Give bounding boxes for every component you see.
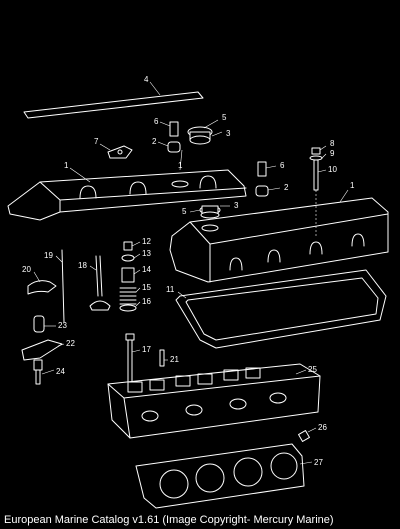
part-valve-spring-stack xyxy=(119,241,141,312)
part-rocker-stud xyxy=(33,359,55,385)
part-valve-cover-gasket-strip xyxy=(23,81,204,119)
callout-4: 4 xyxy=(144,75,149,84)
callout-2-upper: 2 xyxy=(152,137,157,146)
part-head-bolt xyxy=(125,333,141,387)
callout-5-lower: 5 xyxy=(182,207,187,216)
part-bracket xyxy=(99,143,133,159)
part-head-gasket xyxy=(135,443,313,509)
callout-22: 22 xyxy=(66,339,75,348)
part-grommet-and-stud-upper xyxy=(157,121,181,153)
part-plug xyxy=(298,427,317,442)
callout-27: 27 xyxy=(314,458,323,467)
callout-7: 7 xyxy=(94,137,99,146)
part-oil-fill-cap-upper xyxy=(187,119,223,145)
part-clip xyxy=(27,271,57,295)
callout-1-cap: 1 xyxy=(178,161,183,170)
callout-9: 9 xyxy=(330,149,335,158)
callout-3-upper: 3 xyxy=(226,129,231,138)
part-rocker-ball xyxy=(33,315,56,333)
callout-21: 21 xyxy=(170,355,179,364)
callout-10: 10 xyxy=(328,165,337,174)
callout-17: 17 xyxy=(142,345,151,354)
callout-14: 14 xyxy=(142,265,151,274)
callout-23: 23 xyxy=(58,321,67,330)
part-long-bolt xyxy=(309,145,327,236)
part-oil-fill-cap-lower xyxy=(189,205,230,219)
part-valve xyxy=(89,255,111,311)
callout-1-left-cover: 1 xyxy=(64,161,69,170)
part-cylinder-head xyxy=(107,363,321,439)
exploded-parts-diagram: 4 1 1 1 6 5 3 2 7 8 9 10 6 2 5 3 12 13 1… xyxy=(7,75,389,509)
part-rocker-cover-gasket xyxy=(175,269,387,349)
callout-12: 12 xyxy=(142,237,151,246)
callout-8: 8 xyxy=(330,139,335,148)
callout-6-upper: 6 xyxy=(154,117,159,126)
callout-6-lower: 6 xyxy=(280,161,285,170)
callout-18: 18 xyxy=(78,261,87,270)
callout-24: 24 xyxy=(56,367,65,376)
callout-3-lower: 3 xyxy=(234,201,239,210)
callout-20: 20 xyxy=(22,265,31,274)
part-rocker-arm xyxy=(21,339,65,361)
catalog-footer: European Marine Catalog v1.61 (Image Cop… xyxy=(0,512,400,529)
part-dowel-pin xyxy=(159,349,168,367)
part-valve-cover-right xyxy=(169,189,389,283)
part-grommet-and-stud-lower xyxy=(255,161,281,197)
callout-16: 16 xyxy=(142,297,151,306)
callout-19: 19 xyxy=(44,251,53,260)
callout-25: 25 xyxy=(308,365,317,374)
callout-26: 26 xyxy=(318,423,327,432)
callout-15: 15 xyxy=(142,283,151,292)
callout-5-upper: 5 xyxy=(222,113,227,122)
part-valve-cover-left xyxy=(7,149,247,221)
callout-1-right-cover: 1 xyxy=(350,181,355,190)
callout-13: 13 xyxy=(142,249,151,258)
part-pushrod xyxy=(55,249,65,323)
callout-11: 11 xyxy=(166,285,175,294)
callout-2-lower: 2 xyxy=(284,183,289,192)
